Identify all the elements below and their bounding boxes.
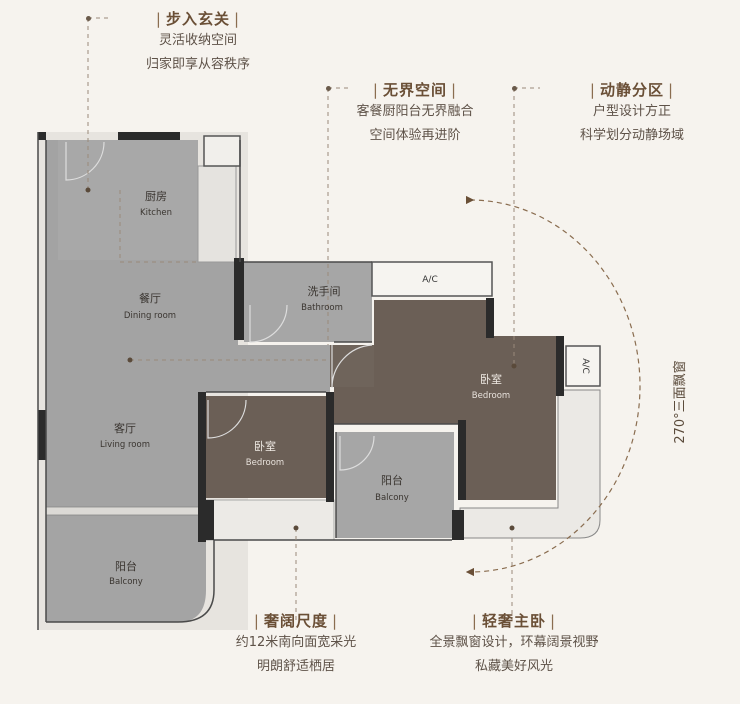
callout-master-line-2: 私藏美好风光 — [474, 659, 553, 674]
callout-zoning: |动静分区| 户型设计方正 科学划分动静场域 — [552, 79, 712, 148]
callout-zoning-dot — [512, 86, 517, 91]
callout-zoning-title: |动静分区| — [589, 81, 675, 99]
balcony-master-floor — [336, 432, 454, 538]
callout-entry-title: |步入玄关| — [155, 10, 241, 28]
dining-label-cn: 餐厅 — [139, 291, 161, 305]
master-label-en: Bedroom — [472, 391, 510, 401]
dining-label-en: Dining room — [124, 311, 176, 321]
callout-scale: |奢阔尺度| 约12米南向面宽采光 明朗舒适栖居 — [214, 610, 378, 679]
callout-open-title: |无界空间| — [372, 81, 458, 99]
callout-open-dot — [326, 86, 331, 91]
callout-open-line-2: 空间体验再进阶 — [369, 128, 461, 143]
ac-top-label: A/C — [422, 275, 437, 285]
kitchen-floor — [58, 140, 198, 260]
balcony-south-label-en: Balcony — [109, 577, 143, 587]
callout-entry-dot — [86, 16, 91, 21]
callout-open-space: |无界空间| 客餐厨阳台无界融合 空间体验再进阶 — [330, 79, 500, 148]
balcony-south-label-cn: 阳台 — [115, 559, 137, 573]
bay-arc — [465, 195, 641, 577]
wall-lines — [37, 132, 458, 630]
balcony-master-label-en: Balcony — [375, 493, 409, 503]
callout-entry: |步入玄关| 灵活收纳空间 归家即享从容秩序 — [108, 8, 288, 77]
ac-right-label: A/C — [580, 358, 590, 373]
ac-right-box — [565, 345, 601, 387]
balcony-south-floor — [46, 514, 206, 622]
bedroom2-label-en: Bedroom — [246, 458, 284, 468]
walls — [38, 132, 564, 542]
lower-strip — [205, 499, 335, 541]
callout-master: |轻奢主卧| 全景飘窗设计，环幕阔景视野 私藏美好风光 — [414, 610, 614, 679]
master-floor — [334, 300, 556, 500]
living-label-en: Living room — [100, 440, 150, 450]
kitchen-window-box — [203, 135, 241, 167]
callout-master-title: |轻奢主卧| — [471, 612, 557, 630]
bathroom-floor — [244, 262, 372, 342]
callout-entry-line-2: 归家即享从容秩序 — [145, 57, 250, 72]
guide-dots — [85, 187, 517, 531]
living-balcony-glass — [45, 506, 203, 516]
kitchen-counter — [197, 165, 237, 263]
kitchen-label-en: Kitchen — [140, 208, 172, 218]
callout-scale-title: |奢阔尺度| — [253, 612, 339, 630]
bathroom-label-en: Bathroom — [301, 303, 343, 313]
arc-label: 270°三面飘窗 — [672, 360, 688, 443]
guide-lines — [87, 17, 540, 620]
callout-open-line-1: 客餐厨阳台无界融合 — [356, 104, 474, 119]
callout-scale-line-1: 约12米南向面宽采光 — [235, 635, 357, 650]
living-label-cn: 客厅 — [114, 421, 136, 435]
callout-scale-line-2: 明朗舒适栖居 — [256, 659, 335, 674]
balcony-master-label-cn: 阳台 — [381, 473, 403, 487]
bedroom2-label-cn: 卧室 — [254, 439, 276, 453]
kitchen-label-cn: 厨房 — [145, 190, 167, 203]
callout-zoning-line-2: 科学划分动静场域 — [579, 128, 684, 143]
door-swings — [65, 141, 375, 471]
bathroom-label-cn: 洗手间 — [308, 284, 341, 298]
bedroom2-floor — [204, 396, 328, 498]
master-label-cn: 卧室 — [480, 372, 502, 386]
callout-zoning-line-1: 户型设计方正 — [592, 104, 671, 119]
callout-entry-line-1: 灵活收纳空间 — [158, 33, 237, 48]
callout-master-line-1: 全景飘窗设计，环幕阔景视野 — [429, 635, 599, 650]
